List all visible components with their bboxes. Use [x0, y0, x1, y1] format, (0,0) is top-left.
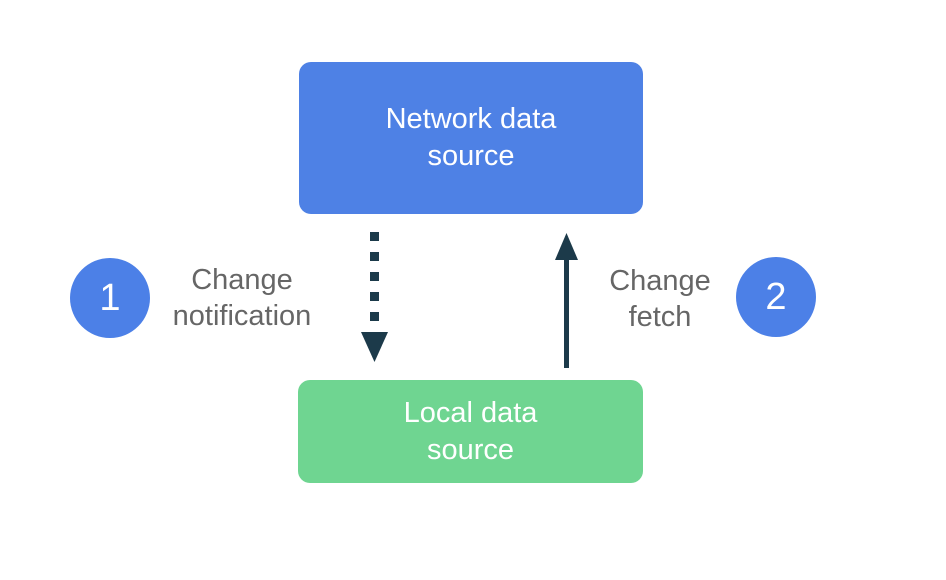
- change-fetch-arrow-shaft: [564, 258, 569, 368]
- step-2-badge: 2: [736, 257, 816, 337]
- network-box-label-line1: Network data: [385, 103, 557, 135]
- step-1-badge: 1: [70, 258, 150, 338]
- local-box-label-line1: Local data: [403, 396, 538, 429]
- change-fetch-label: Change fetch: [550, 263, 770, 335]
- local-data-source-box: Local data source: [298, 380, 643, 483]
- change-notification-label-line1: Change: [191, 264, 293, 296]
- change-fetch-label-line2: fetch: [628, 301, 692, 333]
- network-box-label-line2: source: [427, 140, 515, 172]
- change-fetch-label-line1: Change: [609, 265, 711, 297]
- change-notification-arrow-shaft: [370, 232, 379, 322]
- local-box-label-line2: source: [426, 433, 515, 466]
- change-notification-arrowhead-icon: [361, 332, 388, 362]
- network-data-source-box: Network data source: [299, 62, 643, 214]
- change-fetch-arrowhead-icon: [555, 233, 578, 260]
- change-notification-label: Change notification: [132, 262, 352, 334]
- change-notification-label-line2: notification: [172, 300, 312, 332]
